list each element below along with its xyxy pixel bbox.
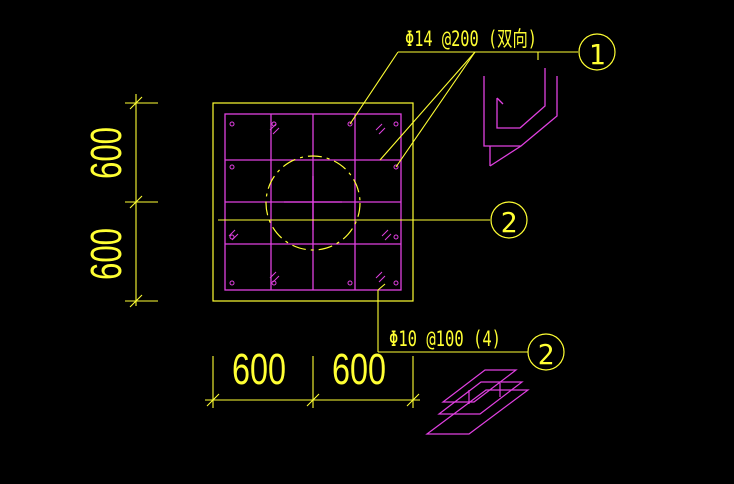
vertical-dimension <box>125 94 158 308</box>
concrete-outline <box>212 102 414 302</box>
rebar-hooks <box>228 123 392 283</box>
callout-2a: 2 <box>490 201 528 239</box>
stirrup-detail-2 <box>425 369 530 435</box>
dim-vertical-top: 600 <box>82 127 131 179</box>
dim-vertical-bottom: 600 <box>82 228 131 280</box>
callout-2b-label: 2 <box>538 338 555 371</box>
leader-lines <box>218 51 578 353</box>
dim-horizontal-right: 600 <box>332 345 386 394</box>
top-rebar-label: Φ14 @200 (双向) <box>405 27 537 51</box>
center-cross <box>284 176 342 230</box>
callout-1-label: 1 <box>589 38 606 71</box>
stirrup-label: Φ10 @100 (4) <box>389 327 501 351</box>
callout-1: 1 <box>578 33 616 71</box>
dim-horizontal-left: 600 <box>232 345 286 394</box>
horizontal-dimension <box>205 356 420 408</box>
pile-circle <box>265 155 361 251</box>
callout-2a-label: 2 <box>501 206 518 239</box>
rebar-detail-1 <box>483 68 558 167</box>
callout-2b: 2 <box>527 333 565 371</box>
rebar-points <box>229 121 399 286</box>
